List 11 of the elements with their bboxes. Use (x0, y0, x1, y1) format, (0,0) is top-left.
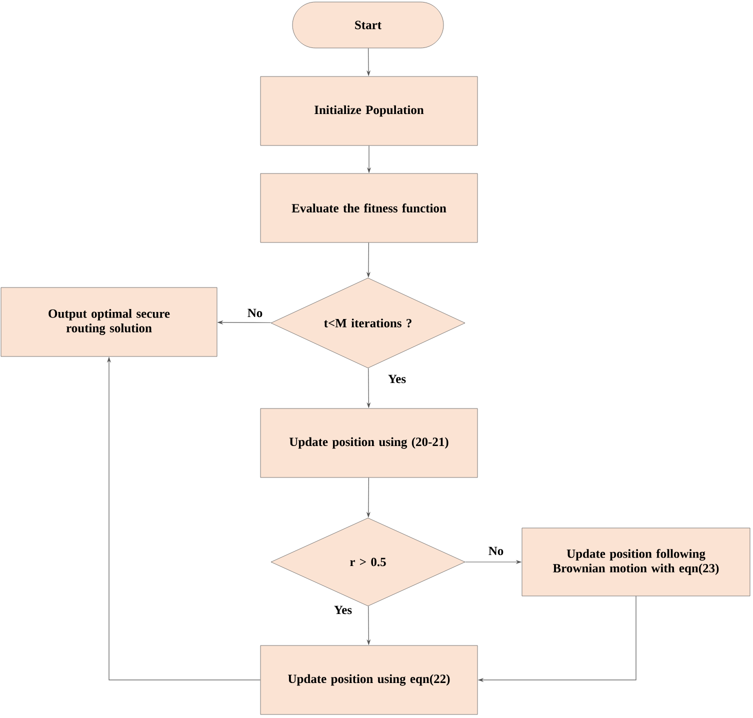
edge-label: Yes (332, 604, 354, 616)
process-box: Update position using eqn(22) (260, 645, 478, 715)
process-box: Initialize Population (260, 76, 478, 146)
process-box: Update position using (20-21) (260, 408, 478, 478)
process-box: Output optimal secure routing solution (0, 287, 218, 357)
edge-label: No (487, 546, 505, 556)
terminal-box: Start (292, 2, 444, 48)
process-box: Update position following Brownian motion with eqn(23) (522, 528, 750, 596)
edge-label: Yes (386, 374, 408, 384)
edge-label: No (246, 308, 264, 318)
process-box: Evaluate the fitness function (260, 173, 478, 243)
